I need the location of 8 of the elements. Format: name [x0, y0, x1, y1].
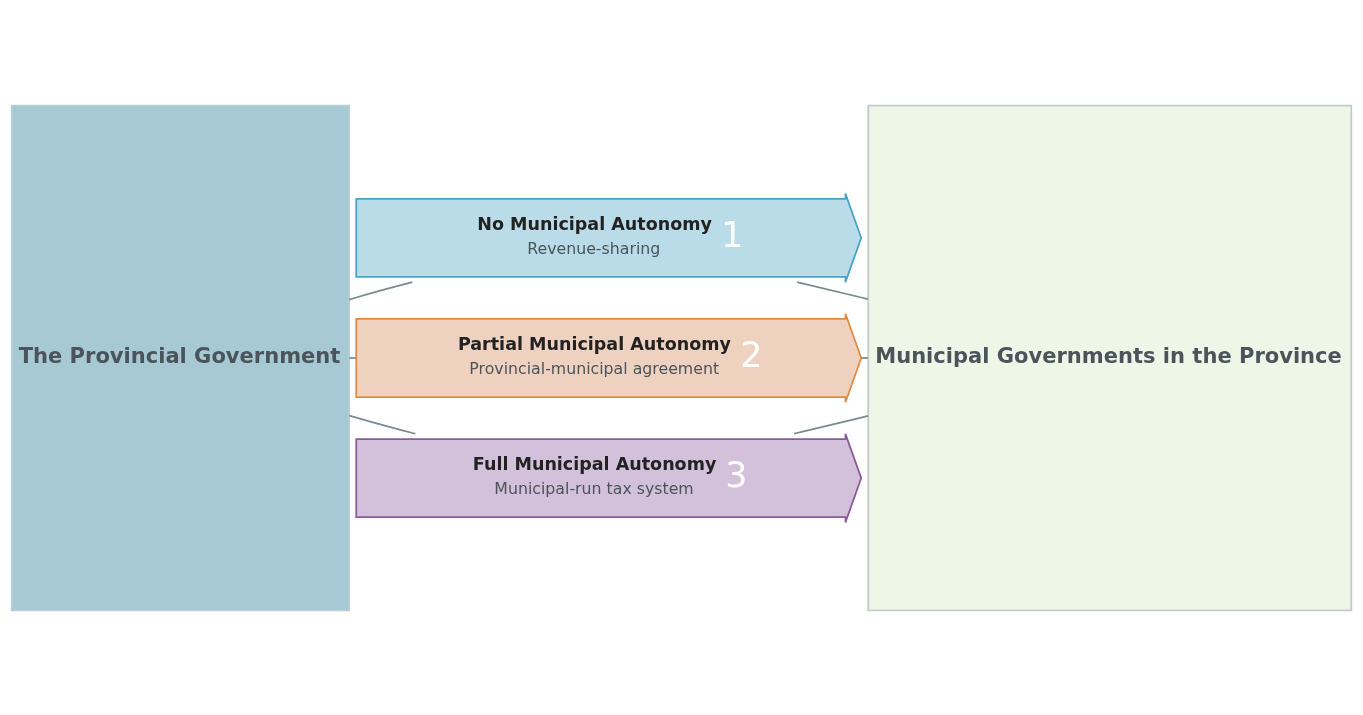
node-box: The Provincial Government [10, 104, 351, 611]
connector [860, 356, 869, 359]
connector [348, 280, 414, 300]
connector [793, 414, 869, 435]
connector [796, 280, 869, 300]
connector [348, 356, 357, 359]
node-box: Municipal Governments in the Province [867, 104, 1353, 611]
connector [348, 414, 417, 435]
